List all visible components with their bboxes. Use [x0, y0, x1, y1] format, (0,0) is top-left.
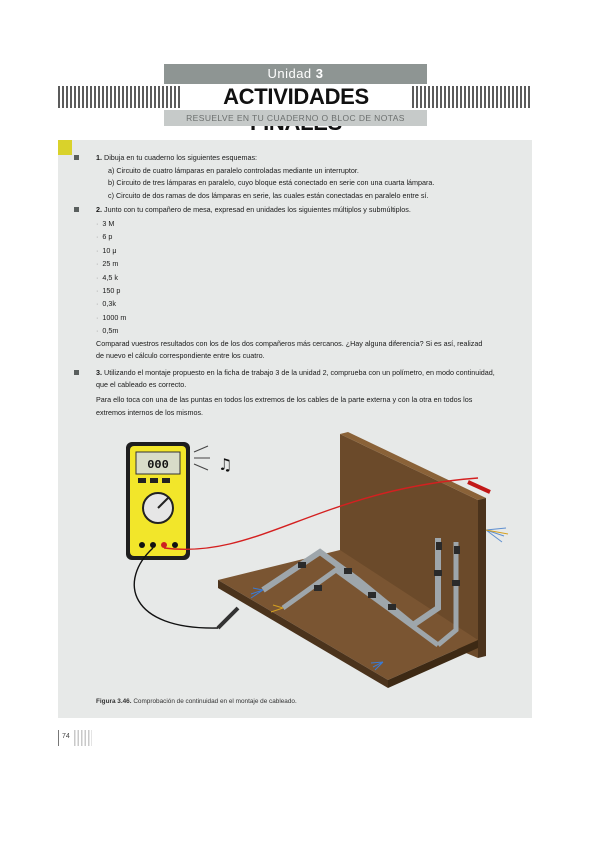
question-1: 1. Dibuja en tu cuaderno los siguientes … [74, 152, 524, 165]
question-2-followup: Comparad vuestros resultados con los de … [96, 338, 483, 348]
multimeter-screen [135, 451, 181, 475]
beep-lines [193, 445, 210, 471]
question-3: 3. Utilizando el montaje propuesto en la… [74, 367, 524, 380]
question-3-line: que el cableado es correcto. [96, 380, 187, 390]
bullet-square-icon [74, 369, 79, 375]
question-2-followup: de nuevo el cálculo correspondiente entr… [96, 351, 265, 361]
conduit-clamps [298, 542, 460, 610]
question-3-line: extremos internos de los mismos. [96, 407, 204, 417]
unit-number: 3 [315, 66, 324, 81]
footer-stripes [74, 730, 92, 746]
page-number-rule [58, 730, 59, 746]
multiple-value: ·10 μ [96, 245, 117, 255]
question-text: Utilizando el montaje propuesto en la fi… [104, 367, 495, 377]
yellow-tab-marker [58, 140, 72, 155]
conduit-vertical-1 [411, 538, 441, 628]
multiple-value: ·25 m [96, 259, 119, 269]
multiple-value: ·3 M [96, 218, 115, 228]
unit-label: Unidad [267, 66, 312, 81]
continuity-test-figure: 000 ♫ [126, 432, 509, 688]
header-stripes-left [58, 86, 180, 108]
dial-pointer [157, 497, 169, 509]
question-2: 2. Junto con tu compañero de mesa, expre… [74, 204, 524, 217]
bullet-square-icon [74, 207, 79, 213]
multiple-value: ·0,5m [96, 326, 119, 336]
music-note-icon: ♫ [218, 455, 232, 474]
multimeter-jacks [139, 542, 178, 548]
question-1-item: b) Circuito de tres lámparas en paralelo… [108, 178, 435, 188]
wood-base-panel [218, 550, 478, 680]
conduit-vertical-2 [436, 542, 459, 647]
question-1-item: a) Circuito de cuatro lámparas en parale… [108, 165, 359, 175]
unit-banner: Unidad 3 [164, 64, 427, 84]
conduit-secondary [281, 566, 440, 648]
caption-label: Figura 3.46. [96, 698, 132, 705]
wood-base-front-edge [218, 580, 388, 688]
page-number: 74 [62, 733, 70, 740]
bullet-square-icon [74, 155, 79, 160]
multiple-value: ·150 p [96, 286, 121, 295]
header-stripes-right [412, 86, 532, 108]
question-text: Junto con tu compañero de mesa, expresad… [104, 205, 411, 215]
black-probe-lead [133, 547, 219, 629]
multimeter: 000 [126, 442, 190, 560]
wood-back-top-edge [340, 432, 486, 500]
black-probe-tip [216, 606, 240, 630]
multiple-value: ·6 p [96, 232, 113, 242]
conduit-main [261, 548, 415, 628]
wood-base-side-edge [388, 640, 478, 688]
question-number: 1. [96, 153, 102, 162]
multimeter-buttons [138, 478, 170, 483]
multimeter-display: 000 [147, 458, 169, 472]
multiple-value: ·4,5 k [96, 272, 118, 282]
multiple-value: ·0,3k [96, 299, 116, 309]
question-3-line: Para ello toca con una de las puntas en … [96, 395, 473, 404]
question-1-item: c) Circuito de dos ramas de dos lámparas… [108, 190, 429, 200]
multiple-value: ·1000 m [96, 312, 127, 322]
wood-back-side-edge [478, 498, 486, 658]
activities-content: 1. Dibuja en tu cuaderno los siguientes … [74, 152, 524, 419]
caption-text: Comprobación de continuidad en el montaj… [133, 698, 297, 705]
red-probe-tip [467, 480, 491, 494]
page-title: ACTIVIDADES FINALES [223, 84, 369, 135]
page-subtitle: RESUELVE EN TU CUADERNO O BLOC DE NOTAS [164, 110, 427, 126]
question-number: 3. [96, 367, 102, 377]
question-text: Dibuja en tu cuaderno los siguientes esq… [104, 153, 258, 162]
wire-ends [250, 527, 509, 671]
red-probe-lead [163, 477, 479, 550]
question-number: 2. [96, 205, 102, 215]
figure-caption: Figura 3.46. Comprobación de continuidad… [96, 698, 297, 705]
